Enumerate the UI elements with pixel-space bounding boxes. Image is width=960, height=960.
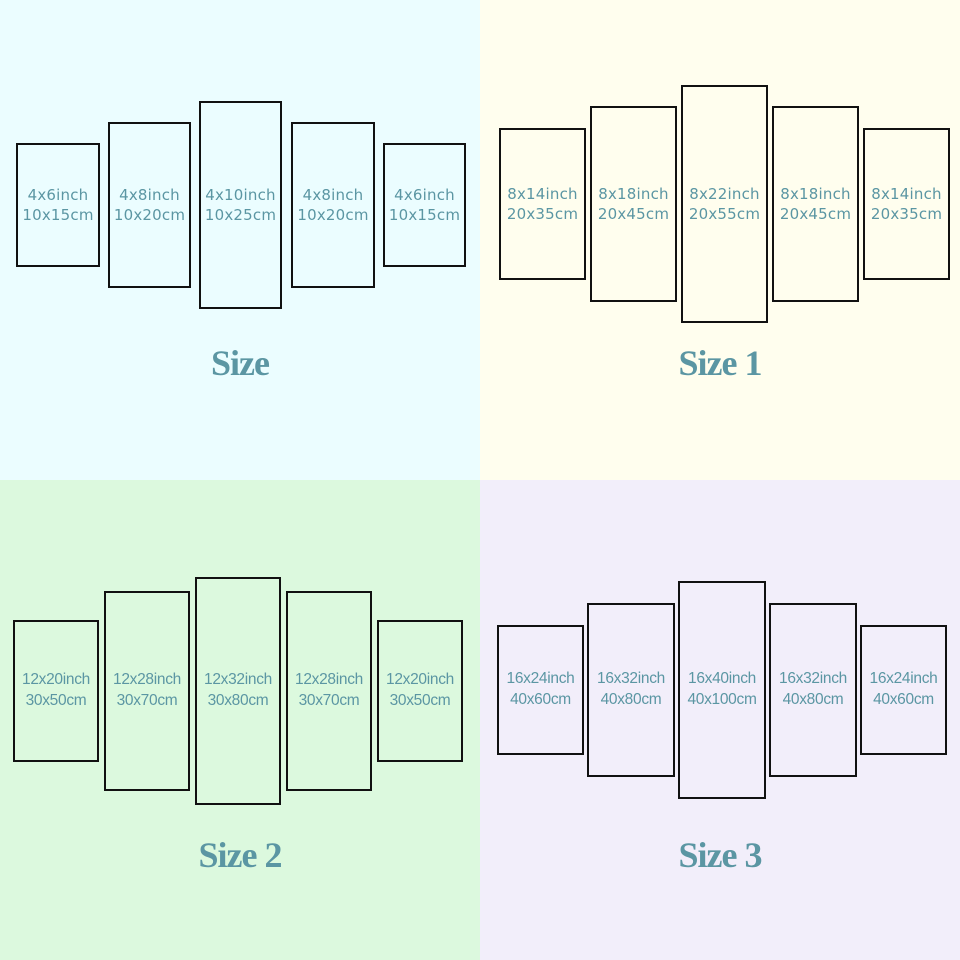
- canvas-panel: 16x24inch 40x60cm: [860, 625, 947, 755]
- size-title: Size 3: [678, 835, 763, 875]
- panel-cm-label: 40x60cm: [510, 691, 571, 708]
- size-title: Size 2: [198, 835, 283, 875]
- panel-cm-label: 10x25cm: [204, 206, 277, 224]
- panel-inch-label: 12x32inch: [204, 671, 272, 689]
- panel-cm-label: 40x100cm: [687, 691, 757, 708]
- canvas-panel: 4x6inch 10x15cm: [383, 143, 466, 267]
- panel-inch-label: 4x10inch: [205, 185, 276, 204]
- panel-cm-label: 10x20cm: [297, 206, 369, 224]
- panel-cm-label: 10x15cm: [22, 206, 94, 224]
- panel-inch-label: 16x32inch: [597, 670, 665, 688]
- panel-cm-label: 20x45cm: [779, 205, 852, 223]
- size-option-quadrant: 8x14inch 20x35cm 8x18inch 20x45cm 8x22in…: [480, 0, 960, 480]
- canvas-panel: 8x18inch 20x45cm: [772, 106, 859, 302]
- canvas-panel: 4x10inch 10x25cm: [199, 101, 282, 309]
- panel-cm-label: 30x70cm: [116, 692, 178, 709]
- panel-inch-label: 4x6inch: [394, 185, 455, 204]
- size-option-quadrant: 12x20inch 30x50cm 12x28inch 30x70cm 12x3…: [0, 480, 480, 960]
- panel-cm-label: 40x60cm: [873, 691, 934, 708]
- canvas-panel: 16x24inch 40x60cm: [497, 625, 584, 755]
- canvas-panel: 8x22inch 20x55cm: [681, 85, 768, 323]
- panel-cm-label: 30x70cm: [298, 692, 360, 709]
- panel-inch-label: 16x40inch: [688, 670, 756, 688]
- panel-cm-label: 30x50cm: [25, 692, 87, 709]
- panel-inch-label: 8x18inch: [780, 184, 851, 203]
- panel-cm-label: 30x50cm: [389, 692, 451, 709]
- canvas-panel: 8x14inch 20x35cm: [499, 128, 586, 280]
- size-title: Size: [211, 343, 270, 383]
- size-title: Size 1: [678, 343, 763, 383]
- canvas-panel: 4x8inch 10x20cm: [108, 122, 191, 288]
- panel-inch-label: 8x14inch: [507, 184, 578, 203]
- canvas-panel: 12x20inch 30x50cm: [13, 620, 99, 762]
- panel-inch-label: 4x6inch: [27, 185, 89, 204]
- canvas-panel: 8x14inch 20x35cm: [863, 128, 950, 280]
- panel-inch-label: 16x32inch: [779, 670, 847, 688]
- panel-cm-label: 10x20cm: [113, 206, 186, 224]
- panel-cm-label: 40x80cm: [600, 691, 662, 708]
- panel-inch-label: 4x8inch: [302, 185, 364, 204]
- canvas-panel: 12x28inch 30x70cm: [104, 591, 190, 791]
- panel-inch-label: 16x24inch: [869, 670, 938, 688]
- panel-cm-label: 20x35cm: [506, 205, 579, 223]
- panel-cm-label: 20x45cm: [597, 205, 670, 223]
- panel-inch-label: 8x14inch: [871, 184, 942, 203]
- panel-cm-label: 10x15cm: [388, 206, 461, 224]
- canvas-panel: 4x6inch 10x15cm: [16, 143, 100, 267]
- panel-inch-label: 12x28inch: [295, 671, 363, 689]
- panel-cm-label: 20x35cm: [870, 205, 943, 223]
- panel-inch-label: 12x28inch: [113, 671, 181, 689]
- canvas-panel: 8x18inch 20x45cm: [590, 106, 677, 302]
- canvas-panel: 12x28inch 30x70cm: [286, 591, 372, 791]
- panel-inch-label: 8x18inch: [598, 184, 669, 203]
- canvas-panel: 12x32inch 30x80cm: [195, 577, 281, 805]
- panel-inch-label: 16x24inch: [506, 670, 575, 688]
- panel-inch-label: 12x20inch: [386, 671, 454, 689]
- panel-inch-label: 8x22inch: [689, 184, 760, 203]
- panel-cm-label: 20x55cm: [688, 205, 761, 223]
- canvas-panel: 16x32inch 40x80cm: [769, 603, 857, 777]
- canvas-panel: 4x8inch 10x20cm: [291, 122, 375, 288]
- size-option-quadrant: 16x24inch 40x60cm 16x32inch 40x80cm 16x4…: [480, 480, 960, 960]
- canvas-panel: 16x40inch 40x100cm: [678, 581, 766, 799]
- panel-cm-label: 40x80cm: [782, 691, 844, 708]
- panel-inch-label: 12x20inch: [22, 671, 90, 689]
- size-option-quadrant: 4x6inch 10x15cm 4x8inch 10x20cm 4x10inch…: [0, 0, 480, 480]
- canvas-panel: 16x32inch 40x80cm: [587, 603, 675, 777]
- panel-cm-label: 30x80cm: [207, 692, 269, 709]
- canvas-panel: 12x20inch 30x50cm: [377, 620, 463, 762]
- panel-inch-label: 4x8inch: [119, 185, 180, 204]
